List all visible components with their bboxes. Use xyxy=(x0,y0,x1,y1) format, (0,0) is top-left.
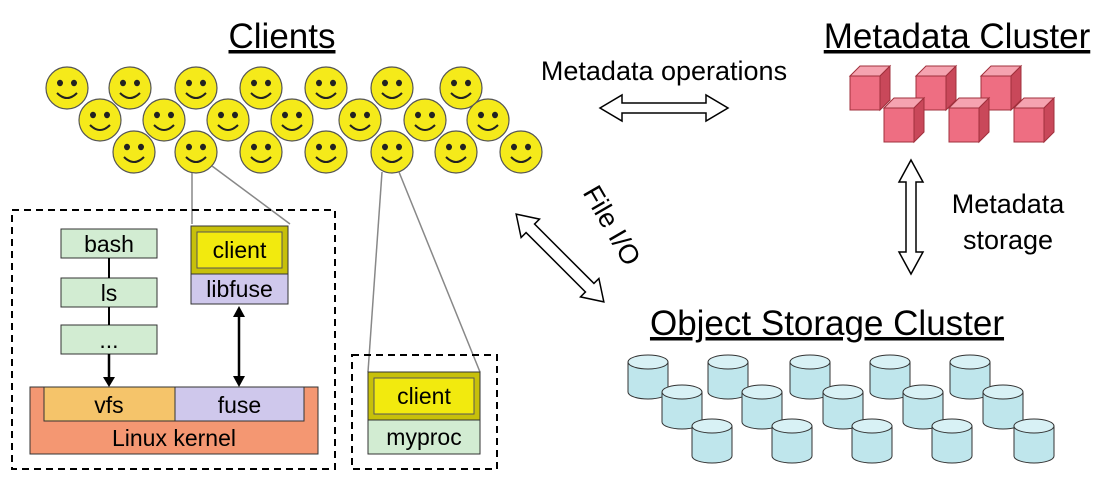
metadata-server-cube-icon xyxy=(1013,97,1055,143)
clients-heading: Clients xyxy=(229,17,336,56)
client-smiley-icon xyxy=(370,130,414,174)
metadata-server-cube-icon xyxy=(948,97,990,143)
linux-kernel-label: Linux kernel xyxy=(112,425,236,451)
osd-cylinder-icon xyxy=(691,418,733,464)
libfuse-label: libfuse xyxy=(206,276,272,302)
client-smiley-icon xyxy=(499,130,543,174)
client-smiley-icon xyxy=(304,66,348,110)
fuse-label: fuse xyxy=(218,392,261,418)
client-smiley-icon xyxy=(45,66,89,110)
metadata-storage-label-line2: storage xyxy=(963,225,1053,255)
file-io-label: File I/O xyxy=(577,180,646,270)
osd-cylinder-icon xyxy=(931,418,973,464)
metadata-cluster-heading: Metadata Cluster xyxy=(824,17,1091,56)
metadata-storage-arrow: Metadata storage xyxy=(897,158,1066,276)
metadata-server-cube-icon xyxy=(849,65,891,111)
client-smiley-icon xyxy=(239,130,283,174)
process-ellipsis-label: ... xyxy=(99,327,118,353)
client-smiley-icon xyxy=(370,66,414,110)
client-smiley-icon xyxy=(403,98,447,142)
myproc-client-label: client xyxy=(397,383,451,409)
kernel-client-label: client xyxy=(213,237,267,263)
client-smiley-icon xyxy=(112,130,156,174)
client-smiley-icon xyxy=(466,98,510,142)
metadata-operations-arrow: Metadata operations xyxy=(541,56,787,123)
metadata-server-cube-icon xyxy=(883,97,925,143)
osd-cylinder-icon xyxy=(1013,418,1055,464)
client-smiley-icon xyxy=(270,98,314,142)
client-connector-lines xyxy=(191,165,481,373)
client-smiley-icon xyxy=(304,130,348,174)
client-smiley-icon xyxy=(78,98,122,142)
metadata-operations-label: Metadata operations xyxy=(541,56,787,86)
osd-cylinder-icon xyxy=(771,418,813,464)
client-smiley-icon xyxy=(174,66,218,110)
metadata-storage-label-line1: Metadata xyxy=(952,189,1066,219)
client-smiley-icon xyxy=(108,66,152,110)
metadata-cluster-cubes xyxy=(849,65,1055,143)
object-storage-cylinders xyxy=(627,354,1055,464)
client-smiley-icon xyxy=(239,66,283,110)
client-smiley-icon xyxy=(206,98,250,142)
client-smiley-icon xyxy=(338,98,382,142)
osd-cylinder-icon xyxy=(851,418,893,464)
client-smiley-icon xyxy=(434,130,478,174)
client-smiley-icon xyxy=(174,130,218,174)
library-client-box: client myproc xyxy=(351,354,498,470)
clients-crowd xyxy=(45,66,543,174)
object-storage-cluster-heading: Object Storage Cluster xyxy=(650,304,1004,343)
kernel-client-box: bash ls ... client libfuse vfs fuse Linu… xyxy=(11,209,336,470)
process-ls-label: ls xyxy=(101,280,118,306)
myproc-label: myproc xyxy=(386,424,461,450)
vfs-label: vfs xyxy=(94,392,123,418)
file-io-arrow: File I/O xyxy=(515,180,647,303)
client-smiley-icon xyxy=(142,98,186,142)
process-bash-label: bash xyxy=(84,231,134,257)
